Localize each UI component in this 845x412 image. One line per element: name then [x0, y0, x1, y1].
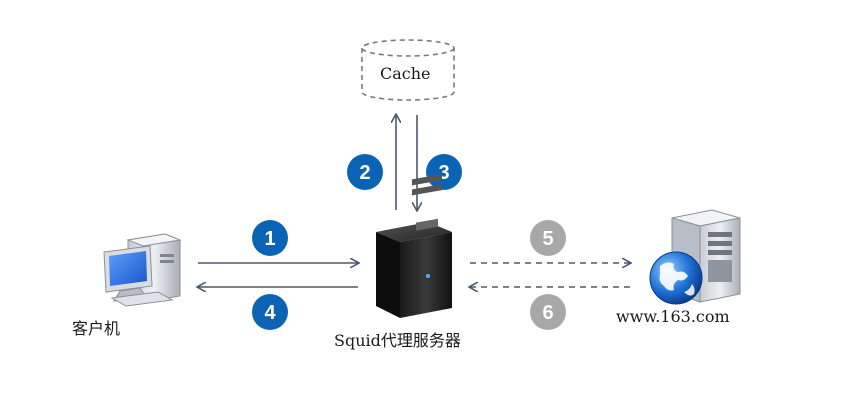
- step-badge-2: 2: [347, 154, 383, 190]
- proxy-label: Squid代理服务器: [334, 331, 461, 350]
- svg-text:2: 2: [359, 162, 370, 184]
- desktop-computer-icon: [103, 233, 182, 307]
- client-label: 客户机: [72, 319, 121, 338]
- step-badge-4: 4: [252, 294, 288, 330]
- server-label: www.163.com: [616, 307, 730, 326]
- svg-text:4: 4: [264, 302, 276, 324]
- step-badge-5: 5: [530, 220, 566, 256]
- cache-label: Cache: [380, 64, 431, 83]
- svg-text:3: 3: [438, 162, 449, 184]
- cache-cylinder: [361, 39, 455, 101]
- svg-text:5: 5: [542, 228, 553, 250]
- svg-text:6: 6: [542, 302, 553, 324]
- step-badge-6: 6: [530, 294, 566, 330]
- svg-text:1: 1: [264, 228, 275, 250]
- web-server-globe-icon: [649, 209, 741, 305]
- step-badge-1: 1: [252, 220, 288, 256]
- tower-server-icon: [376, 174, 452, 318]
- step-badge-3: 3: [426, 154, 462, 190]
